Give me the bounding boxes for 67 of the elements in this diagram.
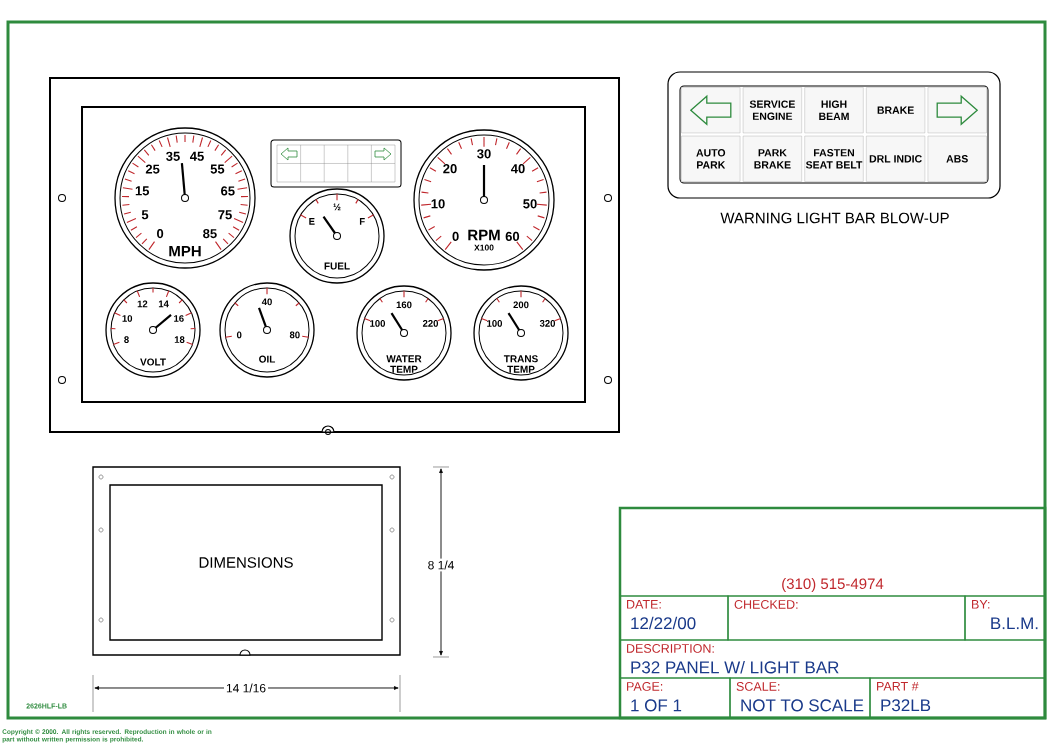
- gauge-number: 12: [137, 300, 148, 308]
- heading: WARNING LIGHT BAR BLOW-UP: [720, 212, 949, 224]
- title-header: (310) 515-4974: [619, 507, 1046, 597]
- gauge-number: 15: [135, 186, 150, 196]
- gauge-label: OIL: [259, 355, 276, 363]
- title-cell: SCALE: NOT TO SCALE: [729, 677, 871, 719]
- gauge-number: 45: [190, 151, 204, 161]
- gauge-label: WATER TEMP: [386, 355, 422, 373]
- panel-face: [81, 106, 586, 403]
- arrow-cell: [927, 87, 987, 134]
- gauge-number: 50: [523, 199, 537, 209]
- gauge-number: 60: [505, 231, 520, 241]
- title-cell: DESCRIPTION: P32 PANEL W/ LIGHT BAR: [619, 639, 1046, 679]
- gauge-number: 55: [210, 164, 225, 174]
- gauge-label: MPH: [169, 246, 201, 257]
- gauge-number: 75: [218, 210, 232, 220]
- gauge-number: 10: [122, 315, 133, 322]
- gauge-label: X100: [474, 244, 494, 251]
- indicator-cell: SERVICE ENGINE: [742, 87, 802, 134]
- light-bar-frame: [667, 71, 1001, 199]
- arrow-cell: [681, 87, 741, 134]
- gauge-number: F: [359, 218, 365, 225]
- panel-plate: [49, 77, 620, 433]
- gauge-number: 16: [174, 315, 184, 322]
- gauge-number: 0: [157, 229, 164, 239]
- gauge-number: 30: [477, 149, 491, 159]
- title-cell: BY: B.L.M.: [964, 595, 1046, 641]
- indicator-cell: BRAKE: [866, 87, 926, 134]
- gauge-number: 160: [396, 301, 412, 309]
- gauge-label: FUEL: [324, 262, 350, 270]
- title-cell: PART # P32LB: [869, 677, 1046, 719]
- gauge-number: 14: [158, 300, 169, 308]
- gauge-label: VOLT: [140, 358, 166, 366]
- indicator-cell: AUTO PARK: [681, 135, 741, 182]
- gauge-number: 200: [513, 301, 529, 309]
- title-cell: PAGE: 1 OF 1: [619, 677, 731, 719]
- gauge-number: 40: [511, 164, 525, 174]
- gauge-number: 100: [487, 320, 503, 327]
- gauge-number: 65: [221, 186, 235, 196]
- gauge-number: 5: [141, 210, 149, 220]
- indicator-cell: ABS: [927, 135, 987, 182]
- gauge-number: ½: [333, 203, 341, 211]
- title-cell: CHECKED:: [727, 595, 966, 641]
- gauge-number: 20: [443, 164, 457, 174]
- gauge-number: 10: [431, 199, 445, 209]
- cutout-plate: [92, 466, 401, 656]
- gauge-number: 80: [289, 331, 300, 339]
- indicator-cell: PARK BRAKE: [742, 135, 802, 182]
- gauge-number: 0: [452, 231, 459, 241]
- title-cell: DATE: 12/22/00: [619, 595, 729, 641]
- gauge-number: 320: [539, 320, 556, 327]
- gauge-number: 35: [166, 151, 180, 161]
- indicator-cell: FASTEN SEAT BELT: [804, 135, 864, 182]
- gauge-number: 8: [124, 336, 129, 343]
- indicator-cell: DRL INDIC: [866, 135, 926, 182]
- gauge-number: 25: [145, 164, 160, 174]
- gauge-number: 18: [174, 336, 185, 343]
- gauge-number: E: [309, 218, 315, 225]
- gauge-number: 100: [370, 320, 386, 327]
- indicator-cell: HIGH BEAM: [804, 87, 864, 134]
- gauge-number: 0: [236, 331, 242, 339]
- gauge-number: 40: [261, 298, 272, 306]
- gauge-number: 220: [422, 320, 439, 327]
- gauge-number: 85: [203, 229, 217, 239]
- dimension-box: DIMENSIONS: [109, 484, 383, 641]
- gauge-label: RPM: [468, 229, 500, 241]
- gauge-label: TRANS TEMP: [503, 355, 538, 373]
